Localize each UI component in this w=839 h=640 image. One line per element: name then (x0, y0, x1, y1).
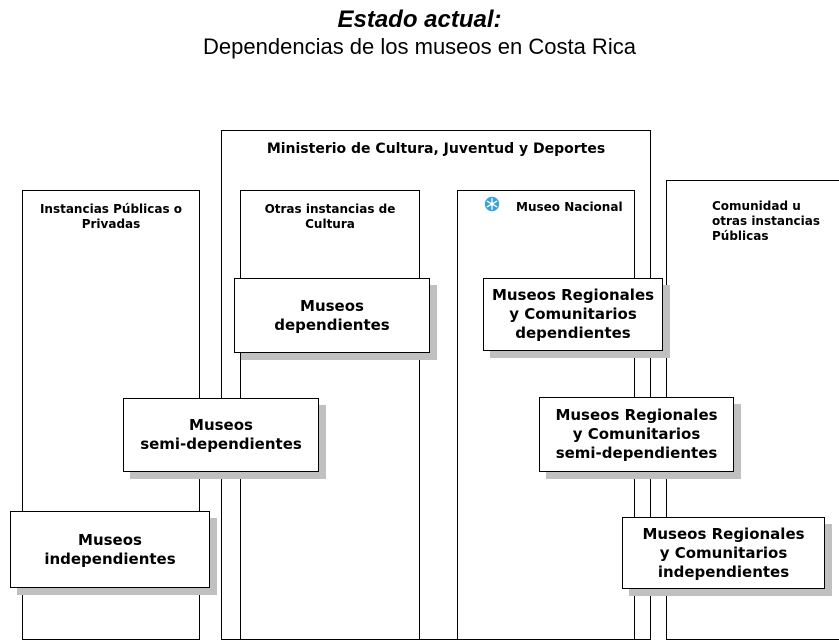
museo-nacional-label: Museo Nacional (516, 200, 623, 214)
box-line: y Comunitarios (572, 425, 701, 443)
diagram-title-block: Estado actual: Dependencias de los museo… (0, 6, 839, 60)
ministry-label: Ministerio de Cultura, Juventud y Deport… (266, 141, 606, 157)
box-line: semi-dependientes (555, 444, 718, 462)
box-line: Museos Regionales (642, 524, 805, 543)
regionales-independientes-box: Museos Regionales y Comunitarios indepen… (622, 517, 825, 589)
box-line: Museos (300, 296, 364, 315)
regionales-dependientes-box: Museos Regionales y Comunitarios dependi… (483, 278, 663, 351)
museum-snowflake-icon (484, 196, 500, 212)
box-line: semi-dependientes (140, 435, 302, 453)
community-label: Comunidad u otras instancias Públicas (712, 199, 820, 243)
museos-semi-dependientes-box: Museos semi-dependientes (123, 398, 319, 472)
box-line: y Comunitarios (509, 305, 637, 323)
box-line: Museos (189, 416, 253, 434)
box-line: dependientes (274, 315, 390, 334)
box-line: Museos Regionales (555, 406, 718, 424)
box-line: independientes (657, 562, 790, 581)
box-line: Museos Regionales (491, 286, 655, 304)
diagram-title: Estado actual: (337, 6, 502, 33)
diagram-subtitle: Dependencias de los museos en Costa Rica (203, 34, 636, 59)
regionales-semi-dependientes-box: Museos Regionales y Comunitarios semi-de… (539, 397, 734, 472)
box-line: y Comunitarios (659, 543, 788, 562)
museos-independientes-box: Museos independientes (10, 511, 210, 588)
public-private-label: Instancias Públicas o Privadas (39, 202, 183, 231)
other-culture-label: Otras instancias de Cultura (264, 202, 396, 231)
box-line: dependientes (515, 324, 631, 342)
box-line: independientes (44, 549, 176, 568)
museos-dependientes-box: Museos dependientes (234, 278, 430, 353)
box-line: Museos (78, 530, 142, 549)
